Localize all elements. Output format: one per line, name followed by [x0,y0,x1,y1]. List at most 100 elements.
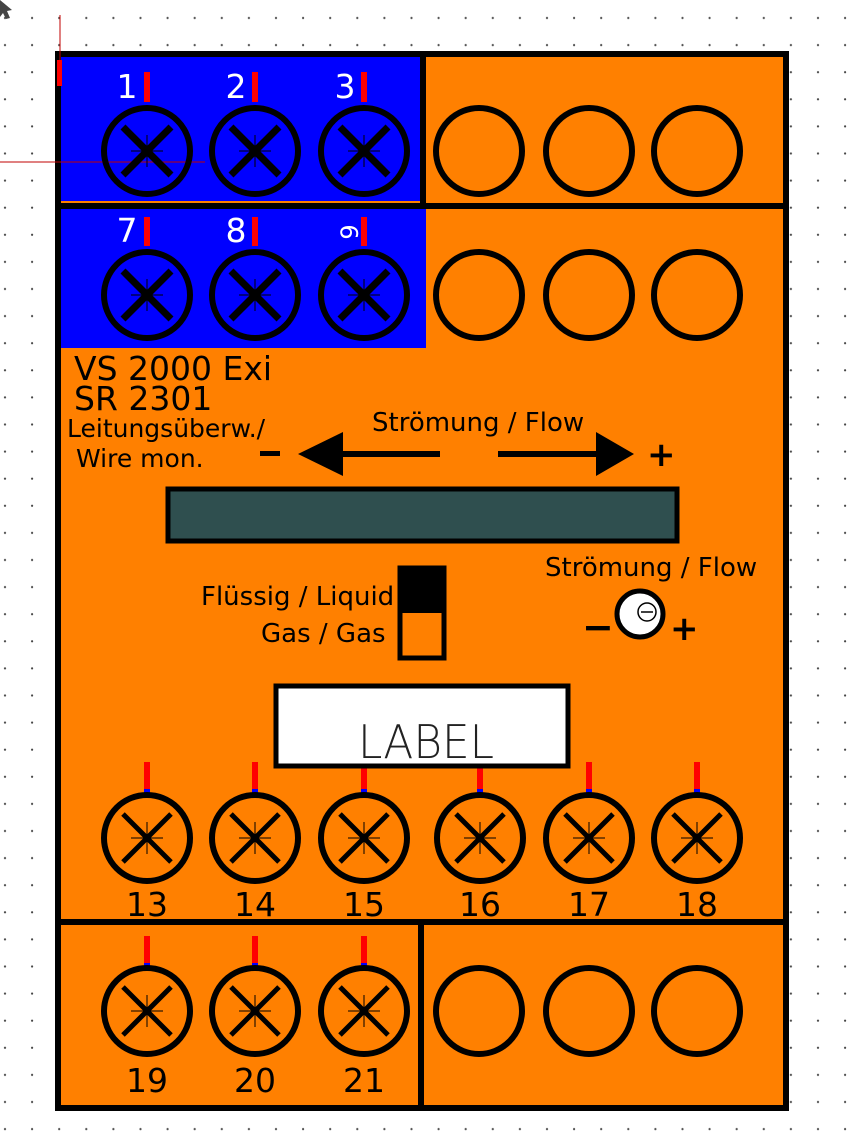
unused-terminal [433,249,525,341]
terminal-pin [477,762,483,794]
terminal-number: 2 [226,67,247,106]
unused-terminal [651,965,743,1057]
terminal-pin [144,217,150,246]
terminal-18[interactable]: 18 [651,762,743,924]
terminal-pin-tip [586,789,592,794]
terminal-pin-tip [361,789,367,794]
terminal-pin [144,762,150,794]
terminal-7[interactable]: 7 [101,211,193,341]
unused-terminal [433,105,525,197]
terminal-number: 18 [676,885,718,924]
terminal-14[interactable]: 14 [209,762,301,924]
medium-selector-switch[interactable] [397,565,447,661]
terminal-3[interactable]: 3 [318,67,410,197]
device-model: VS 2000 Exi [74,349,272,388]
terminal-pin [252,936,258,968]
terminal-number: 7 [117,211,138,250]
terminal-pin [586,762,592,794]
arrow-left-icon [298,432,440,476]
terminal-screw-icon [101,105,193,197]
terminal-pin [361,936,367,968]
terminal-pin [361,72,367,102]
terminal-pin [252,762,258,794]
terminal-21[interactable]: 21 [318,936,410,1100]
origin-marker [57,60,62,86]
terminal-number: 9 [336,224,364,239]
terminal-19[interactable]: 19 [101,936,193,1100]
terminal-15[interactable]: 15 [318,762,410,924]
terminal-1[interactable]: 1 [101,67,193,197]
terminal-screw-icon [101,792,193,884]
terminal-pin-tip [252,789,258,794]
terminal-number: 19 [126,1061,168,1100]
terminal-number: 16 [459,885,501,924]
terminal-number: 20 [234,1061,276,1100]
potentiometer-icon[interactable] [614,588,666,640]
wire-monitor-en: Wire mon. [76,444,204,473]
unused-terminals [433,105,743,1057]
terminal-screw-icon [101,965,193,1057]
switch-slider[interactable] [400,568,444,613]
wire-monitor-de: Leitungsüberw./ [67,414,266,443]
device-variant: SR 2301 [74,379,212,418]
unused-terminal [651,249,743,341]
unused-terminal [543,105,635,197]
terminal-screw-icon [209,105,301,197]
terminal-pin [144,936,150,968]
terminal-17[interactable]: 17 [543,762,635,924]
terminal-pin [361,762,367,794]
terminal-pin [144,72,150,102]
terminal-pin-tip [477,789,483,794]
screw-terminals: 1 2 3 7 8 9 13 14 15 16 17 18 19 20 21 [101,67,743,1100]
potentiometer-plus: + [670,609,699,649]
potentiometer-title: Strömung / Flow [545,553,757,583]
terminal-8[interactable]: 8 [209,211,301,341]
flow-led-display [165,486,680,544]
switch-gas-label: Gas / Gas [261,619,386,649]
label-box-text: LABEL [358,715,494,769]
terminal-screw-icon [651,792,743,884]
terminal-number: 14 [234,885,276,924]
terminal-pin-tip [694,789,700,794]
terminal-number: 1 [117,67,138,106]
terminal-number: 13 [126,885,168,924]
terminal-16[interactable]: 16 [434,762,526,924]
flow-minus-sign [260,451,280,456]
terminal-screw-icon [209,965,301,1057]
terminal-screw-icon [209,249,301,341]
terminal-screw-icon [209,792,301,884]
terminal-screw-icon [101,249,193,341]
terminal-9[interactable]: 9 [318,217,410,341]
terminal-screw-icon [318,965,410,1057]
unused-terminal [543,965,635,1057]
terminal-pin [252,217,258,246]
terminal-number: 17 [568,885,610,924]
unused-terminal [543,249,635,341]
potentiometer-minus: − [582,605,614,649]
arrow-right-icon [498,432,634,476]
terminal-13[interactable]: 13 [101,762,193,924]
terminal-pin [694,762,700,794]
label-box [273,683,571,769]
terminal-screw-icon [318,792,410,884]
cursor-icon [0,0,12,19]
terminal-screw-icon [318,249,410,341]
terminal-pin [252,72,258,102]
terminal-number: 3 [335,67,356,106]
flow-plus-label: + [647,435,676,475]
terminal-number: 8 [226,211,247,250]
unused-terminal [433,965,525,1057]
terminal-screw-icon [434,792,526,884]
terminal-screw-icon [318,105,410,197]
terminal-screw-icon [543,792,635,884]
terminal-pin [361,217,367,246]
switch-liquid-label: Flüssig / Liquid [201,582,394,612]
terminal-20[interactable]: 20 [209,936,301,1100]
terminal-number: 15 [343,885,385,924]
terminal-2[interactable]: 2 [209,67,301,197]
flow-indicator-title: Strömung / Flow [372,408,584,438]
terminal-number: 21 [343,1061,385,1100]
terminal-pin-tip [144,789,150,794]
unused-terminal [651,105,743,197]
